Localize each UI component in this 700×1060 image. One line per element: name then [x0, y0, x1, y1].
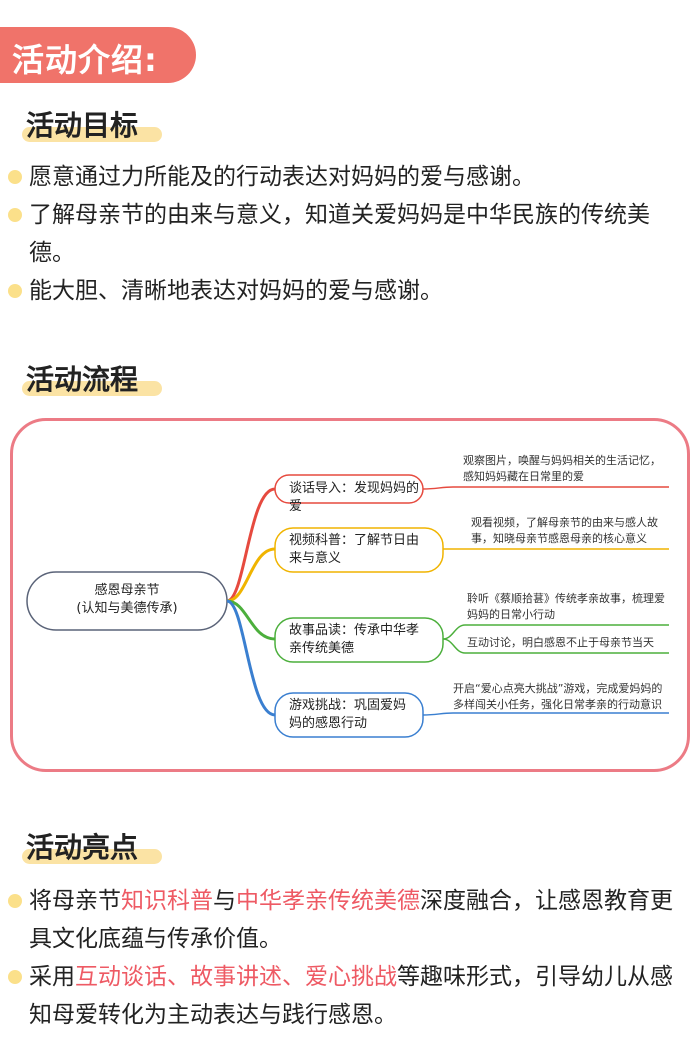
list-item: 将母亲节知识科普与中华孝亲传统美德深度融合，让感恩教育更具文化底蕴与传承价值。 [0, 882, 700, 958]
highlight-emphasis: 中华孝亲传统美德 [236, 888, 420, 914]
mindmap-root: 感恩母亲节 (认知与美德传承) [27, 582, 227, 618]
list-item: 愿意通过力所能及的行动表达对妈妈的爱与感谢。 [0, 158, 700, 196]
bullet-dot [8, 970, 22, 984]
section-title: 活动目标 [26, 109, 139, 142]
heading-highlight [22, 849, 162, 864]
highlight-emphasis: 知识科普 [121, 888, 213, 914]
leaf-text: 开启“爱心点亮大挑战”游戏，完成爱妈妈的多样闯关小任务，强化日常孝亲的行动意识 [453, 682, 663, 711]
root-line-1: 感恩母亲节 [94, 583, 160, 598]
leaf-text: 观看视频，了解母亲节的由来与感人故事，知晓母亲节感恩母亲的核心意义 [471, 516, 658, 545]
header-banner: 活动介绍: [0, 27, 196, 83]
bullet-dot [8, 284, 22, 298]
branch-label: 视频科普：了解节日由来与意义 [289, 533, 420, 566]
list-item: 采用互动谈话、故事讲述、爱心挑战等趣味形式，引导幼儿从感知母爱转化为主动表达与践… [0, 958, 700, 1034]
page-title: 活动介绍: [12, 41, 158, 79]
branch-label: 故事品读：传承中华孝亲传统美德 [289, 623, 420, 656]
highlight-text: 将母亲节 [29, 888, 121, 914]
branch-label: 谈话导入：发现妈妈的爱 [289, 481, 420, 514]
branch-label: 游戏挑战：巩固爱妈妈的感恩行动 [289, 698, 407, 731]
bullet-dot [8, 894, 22, 908]
heading-highlight [22, 381, 162, 396]
root-line-2: (认知与美德传承) [76, 601, 178, 616]
highlight-text: 深度融合，让感恩教育更具文化底蕴与传承价值。 [29, 888, 673, 952]
list-item: 了解母亲节的由来与意义，知道关爱妈妈是中华民族的传统美德。 [0, 196, 700, 272]
leaf-text: 聆听《蔡顺拾葚》传统孝亲故事，梳理爱妈妈的日常小行动 [467, 592, 665, 621]
goals-list: 愿意通过力所能及的行动表达对妈妈的爱与感谢。 了解母亲节的由来与意义，知道关爱妈… [0, 158, 700, 310]
goal-text: 能大胆、清晰地表达对妈妈的爱与感谢。 [29, 278, 443, 304]
heading-highlight [22, 127, 162, 142]
list-item: 能大胆、清晰地表达对妈妈的爱与感谢。 [0, 272, 700, 310]
goal-text: 了解母亲节的由来与意义，知道关爱妈妈是中华民族的传统美德。 [29, 202, 650, 266]
highlight-emphasis: 互动谈话、故事讲述、爱心挑战 [75, 964, 397, 990]
section-title: 活动流程 [26, 363, 139, 396]
leaf-text: 观察图片，唤醒与妈妈相关的生活记忆，感知妈妈藏在日常里的爱 [463, 454, 661, 483]
highlight-text: 等趣味形式，引导幼儿从感知母爱转化为主动表达与践行感恩。 [29, 964, 673, 1028]
leaf-text: 互动讨论，明白感恩不止于母亲节当天 [467, 636, 654, 649]
section-title: 活动亮点 [26, 831, 139, 864]
bullet-dot [8, 170, 22, 184]
bullet-dot [8, 208, 22, 222]
highlights-list: 将母亲节知识科普与中华孝亲传统美德深度融合，让感恩教育更具文化底蕴与传承价值。 … [0, 882, 700, 1034]
highlight-text: 与 [213, 888, 236, 914]
highlight-text: 采用 [29, 964, 75, 990]
mindmap-connectors [26, 474, 669, 738]
goal-text: 愿意通过力所能及的行动表达对妈妈的爱与感谢。 [29, 164, 535, 190]
mindmap: 感恩母亲节 (认知与美德传承) 谈话导入：发现妈妈的爱 视频科普：了解节日由来与… [10, 418, 690, 772]
